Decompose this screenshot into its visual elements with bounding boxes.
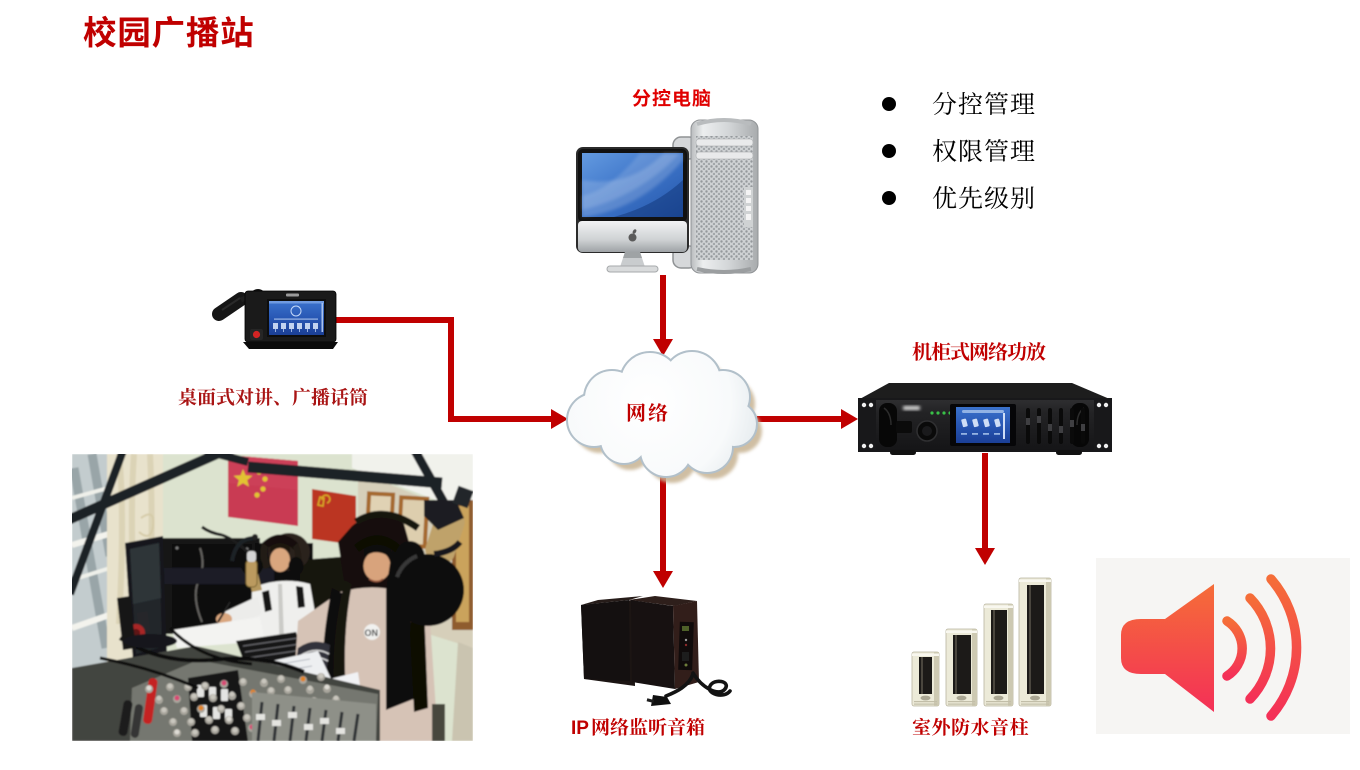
svg-text:ON: ON — [365, 628, 379, 638]
svg-text:IP: IP — [571, 718, 589, 739]
